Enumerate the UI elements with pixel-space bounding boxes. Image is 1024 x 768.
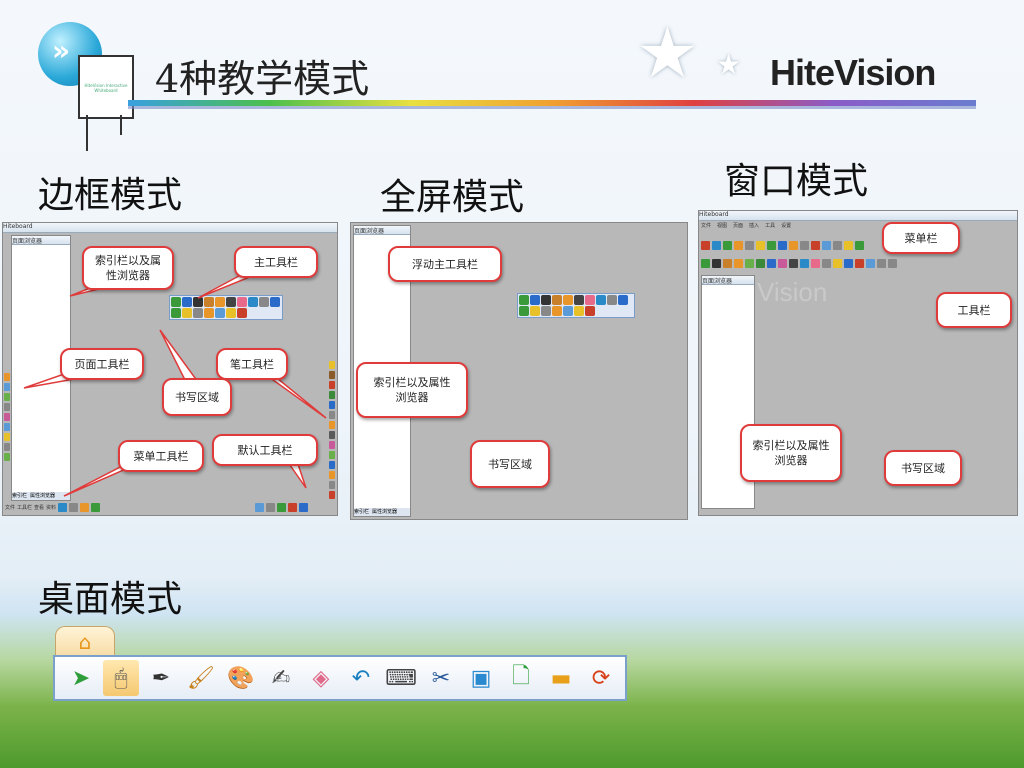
callout-menu-toolbar: 菜单工具栏: [118, 440, 204, 472]
window-titlebar: Hiteboard: [699, 211, 1017, 221]
menu-tools[interactable]: 工具: [765, 223, 776, 229]
brush-button[interactable]: 🖌: [183, 660, 219, 696]
callout-toolbar: 工具栏: [936, 292, 1012, 328]
callout-writing-area: 书写区域: [470, 440, 550, 488]
callout-index-browser: 索引栏以及属性 浏览器: [356, 362, 468, 418]
rainbow-divider: [128, 100, 976, 106]
text-pen-icon: ✍: [271, 665, 291, 691]
new-page-button[interactable]: 🗋: [503, 660, 539, 696]
panel-title: 页面浏览器: [354, 226, 410, 235]
refresh-icon: ⟳: [591, 665, 611, 691]
default-toolbar[interactable]: [255, 503, 308, 512]
board-leg: [86, 115, 88, 151]
main-toolbar[interactable]: [169, 295, 283, 320]
tools-icon: ✂: [431, 665, 451, 691]
menu-toolbar[interactable]: 文件 工具栏 查看 资料: [5, 503, 101, 512]
new-page-icon: 🗋: [512, 664, 530, 689]
menu-toolbar-item[interactable]: 工具栏: [17, 505, 33, 511]
menu-file[interactable]: 文件: [5, 505, 16, 511]
screen-capture-button[interactable]: ▣: [463, 660, 499, 696]
brush-icon: 🖌: [187, 665, 215, 691]
callout-index-browser: 索引栏以及属性 浏览器: [740, 424, 842, 482]
undo-button[interactable]: ↶: [343, 660, 379, 696]
palette-icon: 🎨: [227, 665, 255, 691]
callout-index-browser: 索引栏以及属 性浏览器: [82, 246, 174, 290]
menu-view[interactable]: 视图: [717, 223, 728, 229]
logo-ball-icon: »: [38, 22, 102, 86]
toolbar-row-2[interactable]: [701, 259, 897, 268]
heading-fullscreen-mode: 全屏模式: [380, 177, 525, 218]
desktop-toolbar[interactable]: ➤ 🖱 ✒ 🖌 🎨 ✍ ◈ ↶ ⌨ ✂ ▣ 🗋 ▬ ⟳: [53, 655, 627, 701]
undo-icon: ↶: [351, 665, 371, 691]
callout-floating-toolbar: 浮动主工具栏: [388, 246, 502, 282]
menu-view[interactable]: 查看: [34, 505, 45, 511]
panel-tabs: 索引栏 属性浏览器: [354, 508, 410, 516]
brand-logo: HiteVision: [770, 52, 936, 93]
text-pen-button[interactable]: ✍: [263, 660, 299, 696]
callout-writing-area: 书写区域: [162, 378, 232, 416]
menu-settings[interactable]: 设置: [781, 223, 792, 229]
menu-file[interactable]: 文件: [701, 223, 712, 229]
rainbow-divider-shadow: [128, 106, 976, 109]
board-leg: [120, 115, 122, 135]
page-toolbar[interactable]: [4, 373, 10, 461]
star-icon: ★: [636, 12, 699, 94]
heading-desktop-mode: 桌面模式: [38, 579, 183, 620]
pen-toolbar[interactable]: [329, 361, 335, 499]
tab-properties[interactable]: 属性浏览器: [372, 509, 398, 515]
callout-default-toolbar: 默认工具栏: [212, 434, 318, 466]
menu-resources[interactable]: 资料: [46, 505, 57, 511]
menu-bar[interactable]: 文件 视图 页面 插入 工具 设置: [701, 222, 791, 229]
tools-button[interactable]: ✂: [423, 660, 459, 696]
small-star-icon: ★: [716, 48, 742, 81]
callout-page-toolbar: 页面工具栏: [60, 348, 144, 380]
eraser-button[interactable]: ◈: [303, 660, 339, 696]
palette-button[interactable]: 🎨: [223, 660, 259, 696]
eraser-icon: ◈: [312, 665, 330, 691]
menu-insert[interactable]: 插入: [749, 223, 760, 229]
menu-page[interactable]: 页面: [733, 223, 744, 229]
callout-writing-area: 书写区域: [884, 450, 962, 486]
home-icon: ⌂: [78, 630, 92, 654]
select-arrow-icon: ➤: [71, 665, 91, 691]
mouse-icon: 🖱: [114, 665, 128, 691]
floating-main-toolbar[interactable]: [517, 293, 635, 318]
keyboard-button[interactable]: ⌨: [383, 660, 419, 696]
panel-tabs: 索引栏 属性浏览器: [12, 492, 70, 500]
slide-title: 4种教学模式: [155, 57, 370, 101]
screen-capture-icon: ▣: [470, 665, 492, 691]
heading-window-mode: 窗口模式: [724, 161, 869, 202]
select-arrow-button[interactable]: ➤: [63, 660, 99, 696]
heading-border-mode: 边框模式: [38, 175, 183, 216]
pen-button[interactable]: ✒: [143, 660, 179, 696]
tab-index[interactable]: 索引栏: [354, 509, 370, 515]
tab-index[interactable]: 索引栏: [12, 493, 28, 499]
keyboard-icon: ⌨: [385, 665, 417, 691]
toolbar-row-1[interactable]: [701, 241, 864, 250]
panel-title: 页面浏览器: [12, 236, 70, 245]
refresh-button[interactable]: ⟳: [583, 660, 619, 696]
pen-icon: ✒: [151, 665, 171, 691]
whiteboard-logo: HiteVision Interactive Whiteboard: [78, 55, 134, 119]
panel-title: 页面浏览器: [702, 276, 754, 285]
callout-main-toolbar: 主工具栏: [234, 246, 318, 278]
callout-menu-bar: 菜单栏: [882, 222, 960, 254]
callout-pen-toolbar: 笔工具栏: [216, 348, 288, 380]
watermark: Vision: [757, 277, 828, 307]
window-titlebar: Hiteboard: [3, 223, 337, 233]
folder-button[interactable]: ▬: [543, 660, 579, 696]
tab-properties[interactable]: 属性浏览器: [30, 493, 56, 499]
board-text: HiteVision Interactive Whiteboard: [84, 83, 128, 93]
mouse-button[interactable]: 🖱: [103, 660, 139, 696]
folder-icon: ▬: [550, 665, 572, 691]
